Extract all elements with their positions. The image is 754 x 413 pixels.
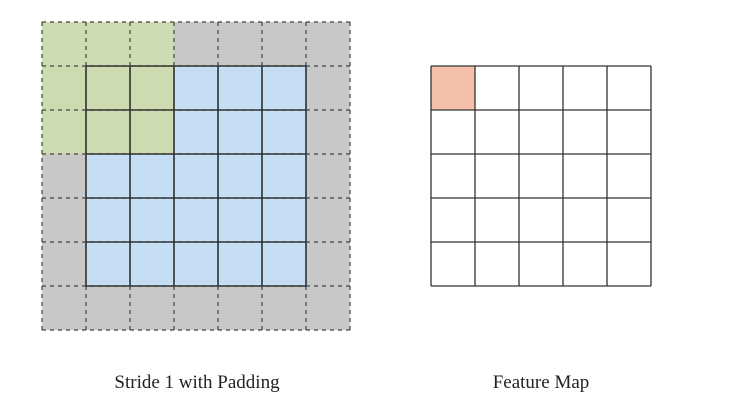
feature-map-cell <box>607 66 651 110</box>
input-cell <box>86 242 130 286</box>
feature-map-highlight-cell <box>431 66 475 110</box>
padding-cell <box>42 154 86 198</box>
kernel-cell <box>86 66 130 110</box>
input-cell <box>130 154 174 198</box>
feature-map-cell <box>519 110 563 154</box>
kernel-cell <box>86 22 130 66</box>
feature-map-cell <box>563 154 607 198</box>
feature-map-cell <box>563 242 607 286</box>
input-cell <box>218 198 262 242</box>
kernel-cell <box>130 22 174 66</box>
feature-map-cell <box>607 154 651 198</box>
padding-cell <box>42 286 86 330</box>
feature-map-cell <box>563 66 607 110</box>
input-cell <box>174 198 218 242</box>
feature-map-cell <box>475 110 519 154</box>
feature-map-cell <box>475 154 519 198</box>
input-cell <box>218 66 262 110</box>
feature-map-cell <box>563 198 607 242</box>
kernel-cell <box>86 110 130 154</box>
feature-map-cell <box>475 66 519 110</box>
kernel-cell <box>130 66 174 110</box>
feature-map-cell <box>431 110 475 154</box>
input-cell <box>86 198 130 242</box>
padded-input-caption: Stride 1 with Padding <box>114 372 280 393</box>
padding-cell <box>306 110 350 154</box>
feature-map-cell <box>519 66 563 110</box>
feature-map-caption: Feature Map <box>492 372 590 393</box>
input-cell <box>262 154 306 198</box>
input-cell <box>218 110 262 154</box>
input-cell <box>174 154 218 198</box>
feature-map-cell <box>475 198 519 242</box>
feature-map-cell <box>607 110 651 154</box>
padding-cell <box>306 22 350 66</box>
input-cell <box>130 198 174 242</box>
input-cell <box>218 154 262 198</box>
feature-map-cell <box>563 110 607 154</box>
input-cell <box>174 110 218 154</box>
padding-cell <box>174 22 218 66</box>
padding-cell <box>306 242 350 286</box>
kernel-cell <box>42 66 86 110</box>
padding-cell <box>218 22 262 66</box>
feature-map-cell <box>519 154 563 198</box>
input-cell <box>130 242 174 286</box>
feature-map-cell <box>519 242 563 286</box>
padding-cell <box>174 286 218 330</box>
feature-map-cell <box>475 242 519 286</box>
feature-map-cell <box>431 154 475 198</box>
padding-cell <box>130 286 174 330</box>
feature-map-cell <box>431 198 475 242</box>
feature-map-cell <box>431 242 475 286</box>
kernel-cell <box>130 110 174 154</box>
input-cell <box>174 242 218 286</box>
padding-cell <box>42 242 86 286</box>
feature-map-cell <box>519 198 563 242</box>
input-cell <box>86 154 130 198</box>
padding-cell <box>262 286 306 330</box>
padding-cell <box>86 286 130 330</box>
padding-cell <box>306 66 350 110</box>
input-cell <box>262 110 306 154</box>
input-cell <box>262 198 306 242</box>
feature-map-grid <box>430 65 652 287</box>
padding-cell <box>42 198 86 242</box>
padding-cell <box>218 286 262 330</box>
input-cell <box>262 66 306 110</box>
padded-input-grid <box>41 21 351 331</box>
feature-map-cell <box>607 242 651 286</box>
padding-cell <box>262 22 306 66</box>
padding-cell <box>306 154 350 198</box>
feature-map-cell <box>607 198 651 242</box>
kernel-cell <box>42 22 86 66</box>
kernel-cell <box>42 110 86 154</box>
input-cell <box>218 242 262 286</box>
padding-cell <box>306 198 350 242</box>
input-cell <box>262 242 306 286</box>
padding-cell <box>306 286 350 330</box>
input-cell <box>174 66 218 110</box>
